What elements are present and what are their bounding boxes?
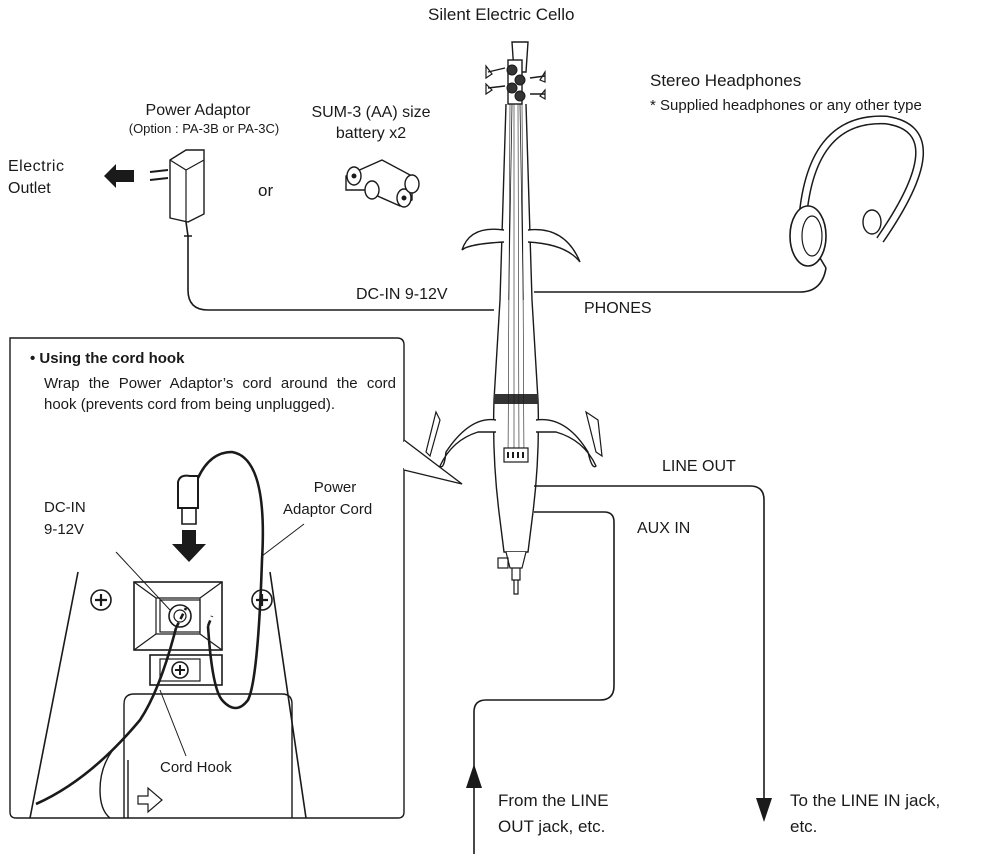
- cord-hook-body: Wrap the Power Adaptor’s cord around the…: [44, 375, 396, 413]
- jack-panel: [29, 474, 307, 819]
- inset-dc-in-line2: 9-12V: [44, 521, 85, 538]
- outlet-label-line1: Electric: [8, 158, 65, 175]
- adaptor-cord-label-line1: Power: [313, 479, 357, 496]
- inset-dc-in-line1: DC-IN: [44, 499, 86, 516]
- batteries: [345, 159, 420, 208]
- hook-cord: [35, 450, 265, 806]
- callout-pointer: [403, 439, 463, 485]
- headphones: [789, 115, 924, 269]
- power-adaptor: [149, 149, 205, 237]
- line-out-arrow-icon: [466, 764, 482, 788]
- dc-in-leader: [115, 551, 171, 611]
- diagram-title: Silent Electric Cello: [428, 5, 575, 24]
- adaptor-cord-label-line2: Adaptor Cord: [283, 501, 373, 518]
- battery-label-line1: SUM-3 (AA) size: [311, 104, 431, 121]
- dc-in-jack-label: DC-IN 9-12V: [356, 286, 448, 303]
- line-in-arrow-icon: [756, 798, 772, 822]
- to-line-in-line1: To the LINE IN jack,: [790, 791, 941, 810]
- headphones-note: * Supplied headphones or any other type: [650, 97, 922, 114]
- line-out-jack-label: LINE OUT: [662, 458, 736, 475]
- cables: [187, 236, 827, 854]
- outlet-label-line2: Outlet: [8, 180, 51, 197]
- cord-hook-heading: • Using the cord hook: [30, 350, 185, 367]
- to-line-in-line2: etc.: [790, 817, 818, 836]
- plug-arrow-icon: [172, 530, 206, 562]
- screw-icon: [90, 589, 112, 611]
- from-line-out-line2: OUT jack, etc.: [498, 817, 606, 836]
- screw-icon: [171, 661, 189, 679]
- cord-hook-label: Cord Hook: [160, 759, 232, 776]
- cello-body: [425, 41, 603, 595]
- power-adaptor-label: Power Adaptor: [145, 102, 251, 119]
- cord-leader: [261, 523, 305, 557]
- screw-icon: [251, 589, 273, 611]
- cord-hook-inset: [9, 337, 405, 819]
- aux-in-jack-label: AUX IN: [637, 520, 691, 537]
- outlet-arrow-icon: [104, 164, 134, 188]
- battery-label-line2: battery x2: [335, 125, 407, 142]
- from-line-out-line1: From the LINE: [498, 791, 609, 810]
- open-arrow-icon: [137, 786, 163, 814]
- or-label: or: [258, 181, 274, 200]
- phones-jack-label: PHONES: [584, 300, 652, 317]
- power-adaptor-option: (Option : PA-3B or PA-3C): [128, 121, 280, 136]
- cord-hook-leader: [159, 689, 187, 757]
- headphones-label: Stereo Headphones: [650, 71, 802, 90]
